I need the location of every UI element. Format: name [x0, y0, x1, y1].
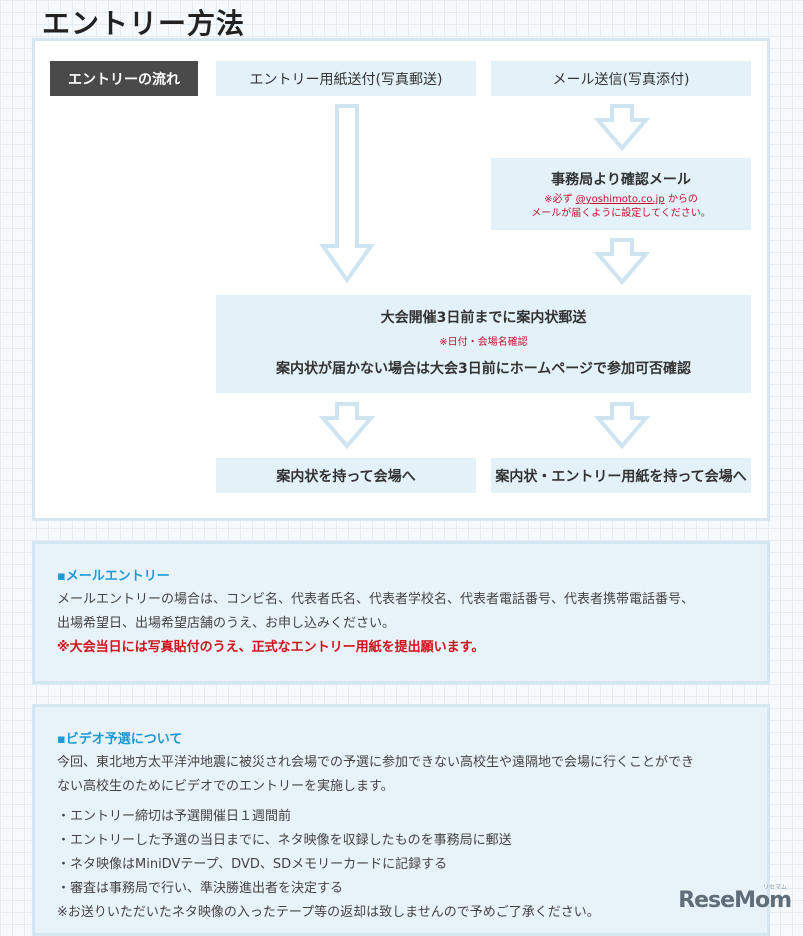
- logo-sub: リセマム: [762, 884, 787, 891]
- flow-panel: [32, 38, 770, 521]
- flow-box-right-end: 案内状・エントリー用紙を持って会場へ: [491, 458, 751, 493]
- arrow-down-icon: [318, 402, 376, 450]
- page-title: エントリー方法: [42, 7, 246, 40]
- resemom-logo: ReseMom: [678, 888, 792, 913]
- video-note: ※お送りいただいたネタ映像の入ったテープ等の返却は致しませんので予めご了承くださ…: [57, 905, 600, 920]
- video-panel: ▪ビデオ予選について 今回、東北地方太平洋沖地震に被災され会場での予選に参加でき…: [32, 704, 770, 936]
- video-heading: ▪ビデオ予選について: [57, 732, 183, 747]
- arrow-down-icon: [593, 238, 651, 286]
- flow-box-confirm-mail: 事務局より確認メール ※必ず @yoshimoto.co.jp からの メールが…: [491, 158, 751, 230]
- mail-entry-warning: ※大会当日には写真貼付のうえ、正式なエントリー用紙を提出願います。: [57, 640, 485, 655]
- confirm-note-line2: メールが届くように設定してください。: [531, 208, 711, 219]
- video-intro-line2: ない高校生のためにビデオでのエントリーを実施します。: [57, 779, 394, 794]
- flow-box-invitation: 大会開催3日前までに案内状郵送 ※日付・会場名確認 案内状が届かない場合は大会3…: [216, 295, 751, 393]
- confirm-title: 事務局より確認メール: [551, 172, 691, 188]
- confirm-note-prefix: ※必ず: [544, 194, 576, 205]
- arrow-down-icon: [593, 104, 651, 152]
- confirm-note-suffix: からの: [664, 194, 698, 205]
- mail-entry-panel: ▪メールエントリー メールエントリーの場合は、コンビ名、代表者氏名、代表者学校名…: [32, 541, 770, 684]
- flow-label: エントリーの流れ: [50, 61, 198, 96]
- video-item: ・ネタ映像はMiniDVテープ、DVD、SDメモリーカードに記録する: [57, 857, 448, 872]
- video-item: ・エントリーした予選の当日までに、ネタ映像を収録したものを事務局に郵送: [57, 833, 512, 848]
- notice-sub: 案内状が届かない場合は大会3日前にホームページで参加可否確認: [275, 361, 692, 377]
- video-item: ・審査は事務局で行い、準決勝進出者を決定する: [57, 881, 344, 896]
- video-item: ・エントリー締切は予選開催日１週間前: [57, 809, 292, 824]
- flow-box-paper-entry: エントリー用紙送付(写真郵送): [216, 61, 476, 96]
- confirm-note-domain: @yoshimoto.co.jp: [575, 194, 665, 205]
- confirm-note: ※必ず @yoshimoto.co.jp からの メールが届くように設定してくだ…: [491, 193, 751, 221]
- mail-entry-heading: ▪メールエントリー: [57, 569, 170, 584]
- arrow-down-long-icon: [319, 104, 375, 284]
- video-intro-line1: 今回、東北地方太平洋沖地震に被災され会場での予選に参加できない高校生や遠隔地で会…: [57, 755, 695, 770]
- notice-note: ※日付・会場名確認: [439, 337, 528, 348]
- mail-entry-body-line2: 出場希望日、出場希望店舗のうえ、お申し込みください。: [57, 616, 396, 631]
- notice-title: 大会開催3日前までに案内状郵送: [380, 310, 587, 326]
- arrow-down-icon: [593, 402, 651, 450]
- flow-box-left-end: 案内状を持って会場へ: [216, 458, 476, 493]
- flow-box-mail-entry: メール送信(写真添付): [491, 61, 751, 96]
- mail-entry-body-line1: メールエントリーの場合は、コンビ名、代表者氏名、代表者学校名、代表者電話番号、代…: [57, 592, 695, 607]
